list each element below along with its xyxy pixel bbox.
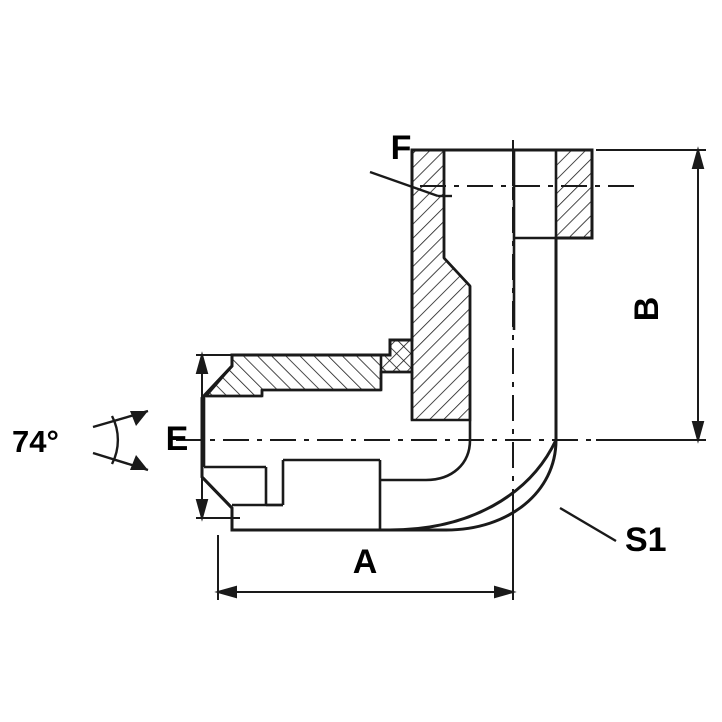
label-f: F <box>391 129 412 167</box>
label-angle: 74° <box>12 424 59 459</box>
angle-arrow-upper <box>130 411 148 426</box>
dimension-a <box>214 490 517 600</box>
leader-f-line <box>369 170 439 198</box>
label-e: E <box>166 420 189 458</box>
dimension-b-arrow-bottom <box>691 421 705 444</box>
angle-indicator <box>92 409 149 472</box>
angle-arrow-lower <box>130 455 148 470</box>
dimension-b-arrow-top <box>691 146 705 169</box>
elbow-outer-bend <box>445 439 558 532</box>
dimension-b <box>596 146 706 444</box>
angle-arc <box>110 415 119 465</box>
label-b: B <box>628 297 666 322</box>
label-s1: S1 <box>625 521 667 559</box>
nut-chamfer-lower <box>200 475 234 510</box>
vertical-bore-taper <box>443 257 471 287</box>
leader-s1 <box>559 506 617 543</box>
leader-s1-line <box>559 506 617 543</box>
elbow-inner-bend <box>425 439 472 482</box>
hatch-vertical-right-wall <box>554 148 594 240</box>
dimension-e-arrow-bottom <box>195 499 209 522</box>
dimension-a-arrow-left <box>214 585 237 599</box>
dimension-e <box>195 351 240 522</box>
dimension-e-arrow-top <box>195 351 209 374</box>
leader-f <box>369 170 452 198</box>
label-a: A <box>353 543 378 581</box>
dimension-a-arrow-right <box>494 585 517 599</box>
